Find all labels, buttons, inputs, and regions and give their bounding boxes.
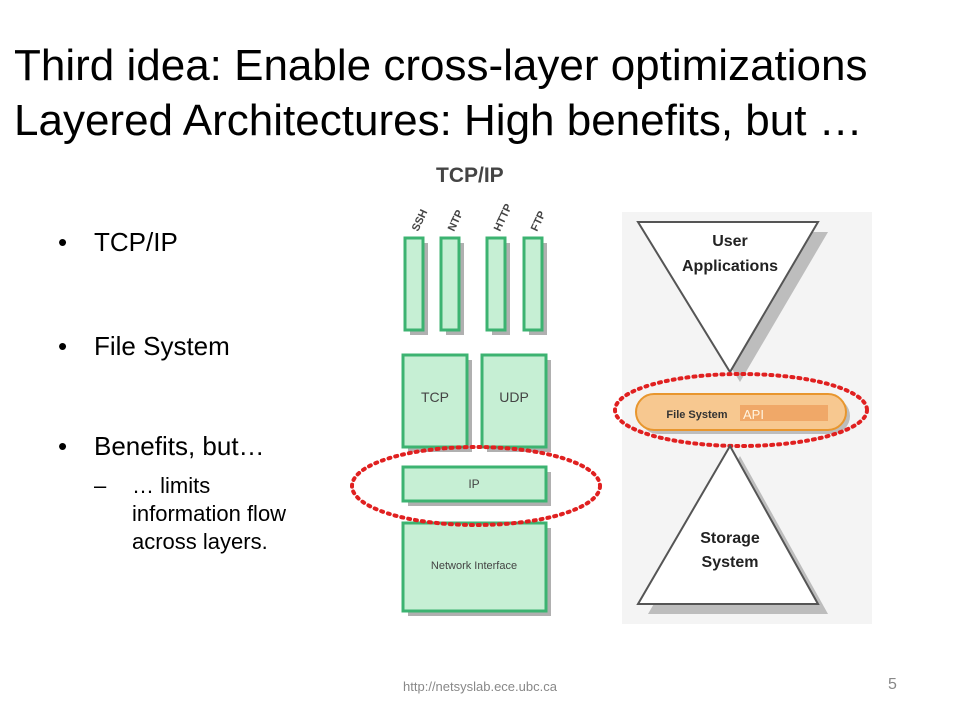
applications-label: Applications (682, 258, 778, 275)
user-applications-triangle: User Applications (636, 221, 828, 382)
file-system-pill: File System API (635, 393, 850, 434)
tcp-label: TCP (421, 389, 449, 405)
api-label: API (743, 407, 764, 422)
bullet-tcpip: TCP/IP (58, 226, 358, 258)
file-system-label: File System (666, 409, 727, 421)
bullet-file-system: File System (58, 330, 358, 362)
sub-bullet-line-1: … limits (132, 473, 211, 498)
slide-title: Third idea: Enable cross-layer optimizat… (14, 38, 954, 148)
app-label-http: HTTP (492, 202, 515, 233)
network-interface-label: Network Interface (431, 560, 517, 572)
tcpip-diagram: TCP/IP SSH NTP HTTP FTP TCP (350, 164, 602, 616)
slide-number: 5 (888, 676, 897, 693)
sub-bullet-line-3: across layers. (132, 529, 268, 554)
ip-highlight-ellipse (350, 445, 602, 527)
bullet-benefits: Benefits, but… (58, 430, 358, 462)
footer-url[interactable]: http://netsyslab.ece.ubc.ca (403, 679, 557, 694)
ip-label: IP (468, 477, 479, 491)
user-label: User (712, 233, 748, 250)
app-column-ntp: NTP (439, 208, 466, 335)
sub-bullet-dash: – (94, 473, 107, 498)
app-column-ftp: FTP (522, 209, 549, 335)
sub-bullet-limits: – … limits information flow across layer… (94, 472, 358, 556)
sub-bullet-line-2: information flow (132, 501, 287, 526)
udp-label: UDP (499, 389, 529, 405)
app-column-ssh: SSH (403, 208, 430, 335)
bullet-list: TCP/IP File System Benefits, but… – … li… (58, 226, 358, 556)
tcp-box: TCP (401, 353, 472, 452)
storage-label: Storage (700, 530, 760, 547)
app-label-ssh: SSH (410, 208, 430, 234)
tcpip-title: TCP/IP (436, 164, 504, 187)
app-label-ftp: FTP (529, 209, 549, 233)
file-system-highlight-ellipse (613, 372, 869, 448)
system-label: System (702, 554, 759, 571)
title-line-1: Third idea: Enable cross-layer optimizat… (14, 41, 868, 90)
ip-box: IP (401, 465, 551, 506)
fs-diagram: User Applications File System API Storag… (613, 212, 872, 624)
title-line-2: Layered Architectures: High benefits, bu… (14, 96, 863, 145)
app-column-http: HTTP (485, 202, 515, 335)
app-label-ntp: NTP (446, 208, 466, 233)
udp-box: UDP (480, 353, 551, 452)
network-interface-box: Network Interface (401, 521, 551, 616)
storage-system-triangle: Storage System (636, 443, 828, 614)
